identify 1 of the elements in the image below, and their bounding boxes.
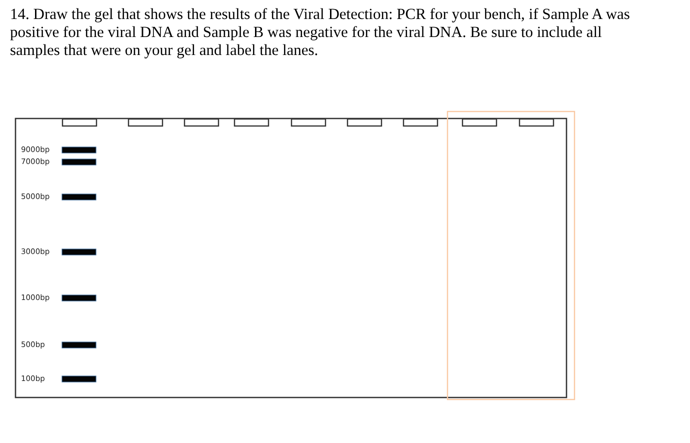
question-text: 14. Draw the gel that shows the results of the Viral Detection: PCR for your bench, if Sample A was positive for the viral DNA and Sample B was negative for the viral DNA. Be sure to include all samples that were on your gel and label the lanes.: [10, 6, 631, 60]
